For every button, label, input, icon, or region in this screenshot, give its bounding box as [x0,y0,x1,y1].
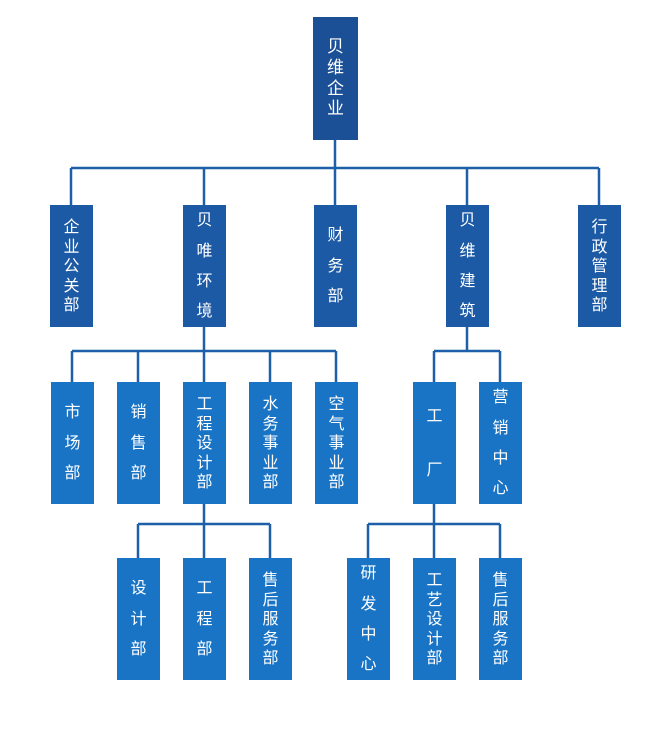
node-aftersales-2-label: 售后服务部 [492,570,509,668]
node-env-label: 贝唯环境 [196,210,213,321]
node-design-label: 设计部 [130,578,147,659]
node-factory-label: 工厂 [426,405,443,479]
node-aftersales-1: 售后服务部 [249,558,292,680]
node-engdesign: 工程设计部 [183,382,226,504]
node-env: 贝唯环境 [183,205,226,327]
node-finance-label: 财务部 [327,225,344,306]
node-finance: 财务部 [314,205,357,327]
node-pr: 企业公关部 [50,205,93,327]
node-water: 水务事业部 [249,382,292,504]
node-pr-label: 企业公关部 [63,217,80,315]
node-water-label: 水务事业部 [262,394,279,492]
node-admin: 行政管理部 [578,205,621,327]
node-marketing-label: 营销中心 [492,387,509,498]
node-process-label: 工艺设计部 [426,570,443,668]
node-engineering: 工程部 [183,558,226,680]
node-aftersales-1-label: 售后服务部 [262,570,279,668]
node-root-label: 贝维企业 [326,37,344,120]
node-build-label: 贝维建筑 [459,210,476,321]
node-air: 空气事业部 [315,382,358,504]
node-market-label: 市场部 [64,402,81,483]
node-sales-label: 销售部 [130,402,147,483]
node-root: 贝维企业 [313,17,358,140]
node-build: 贝维建筑 [446,205,489,327]
node-market: 市场部 [51,382,94,504]
node-process: 工艺设计部 [413,558,456,680]
node-rd: 研发中心 [347,558,390,680]
node-aftersales-2: 售后服务部 [479,558,522,680]
node-air-label: 空气事业部 [328,394,345,492]
node-factory: 工厂 [413,382,456,504]
node-rd-label: 研发中心 [360,563,377,674]
node-engdesign-label: 工程设计部 [196,394,213,492]
node-engineering-label: 工程部 [196,578,213,659]
node-sales: 销售部 [117,382,160,504]
node-design: 设计部 [117,558,160,680]
node-marketing: 营销中心 [479,382,522,504]
node-admin-label: 行政管理部 [591,217,608,315]
